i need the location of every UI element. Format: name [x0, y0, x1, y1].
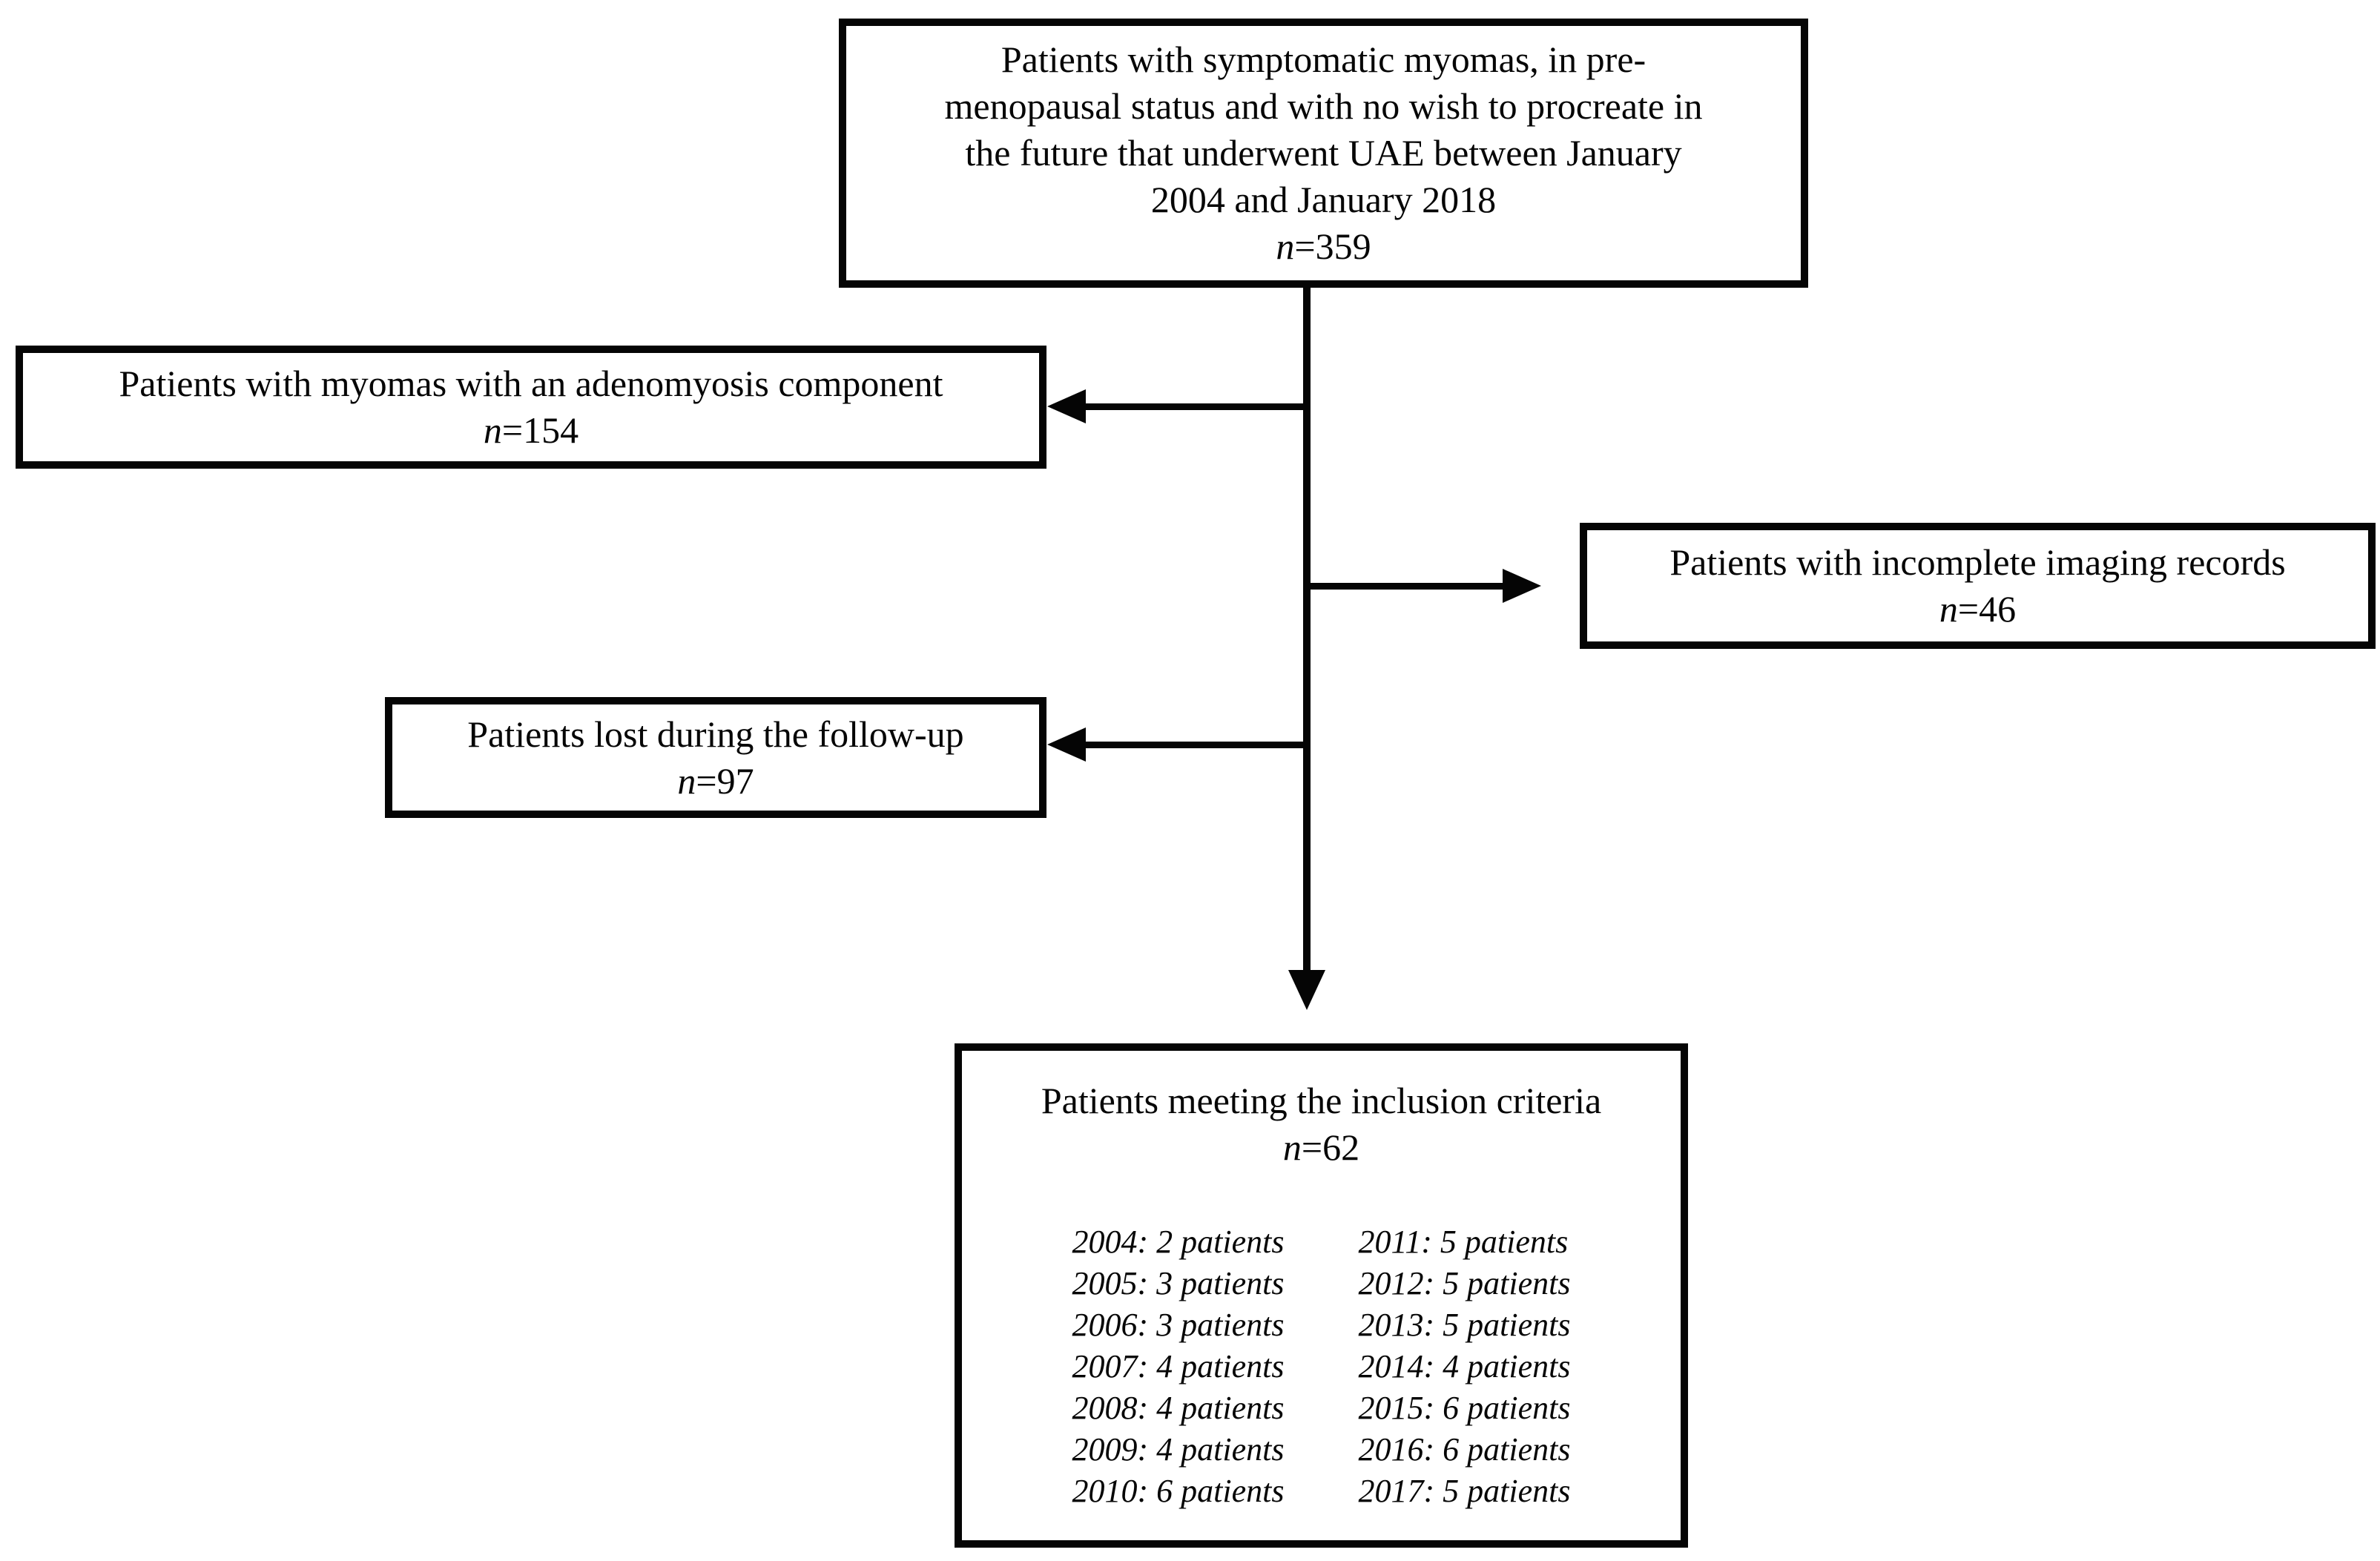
- year-count-item: 2009: 4 patients: [1072, 1431, 1285, 1468]
- n-symbol: n: [1282, 1126, 1302, 1168]
- year-count-item: 2015: 6 patients: [1358, 1390, 1571, 1426]
- year-count-item: 2007: 4 patients: [1072, 1348, 1285, 1385]
- arrowhead-down-icon: [1288, 970, 1325, 1010]
- n-value: =46: [1957, 588, 2017, 630]
- year-count-item: 2004: 2 patients: [1072, 1224, 1285, 1260]
- excluded-followup-count: n=97: [677, 758, 754, 805]
- year-count-item: 2005: 3 patients: [1072, 1265, 1285, 1301]
- excluded-adenomyosis-count: n=154: [484, 407, 578, 454]
- arrowhead-left-adenomyosis-icon: [1047, 389, 1086, 423]
- initial-cohort-text-line: 2004 and January 2018: [1150, 179, 1497, 220]
- initial-cohort-text-line: Patients with symptomatic myomas, in pre…: [1001, 39, 1646, 80]
- excluded-followup-box: Patients lost during the follow-up n=97: [385, 697, 1046, 818]
- year-count-item: 2011: 5 patients: [1358, 1224, 1569, 1260]
- year-count-item: 2016: 6 patients: [1358, 1431, 1571, 1468]
- arrowhead-left-followup-icon: [1047, 727, 1086, 762]
- excluded-adenomyosis-label: Patients with myomas with an adenomyosis…: [119, 363, 943, 404]
- n-symbol: n: [677, 759, 696, 802]
- year-count-item: 2006: 3 patients: [1072, 1307, 1285, 1343]
- initial-cohort-text-line: the future that underwent UAE between Ja…: [965, 132, 1682, 174]
- n-value: =62: [1301, 1126, 1360, 1168]
- inclusion-title: Patients meeting the inclusion criteria: [1041, 1080, 1602, 1121]
- main-flow-line: [1303, 286, 1311, 976]
- yearly-breakdown-list: 2004: 2 patients 2011: 5 patients 2005: …: [1072, 1221, 1571, 1512]
- branch-line-adenomyosis: [1083, 403, 1305, 410]
- excluded-adenomyosis-box: Patients with myomas with an adenomyosis…: [16, 346, 1046, 469]
- n-symbol: n: [1939, 588, 1958, 630]
- arrowhead-right-imaging-icon: [1503, 569, 1541, 603]
- n-symbol: n: [483, 409, 502, 451]
- year-count-item: 2010: 6 patients: [1072, 1473, 1285, 1509]
- n-value: =359: [1294, 225, 1371, 267]
- n-value: =97: [696, 759, 754, 802]
- year-count-item: 2012: 5 patients: [1358, 1265, 1571, 1301]
- initial-cohort-text-line: menopausal status and with no wish to pr…: [944, 85, 1703, 127]
- excluded-followup-label: Patients lost during the follow-up: [467, 713, 964, 755]
- excluded-imaging-box: Patients with incomplete imaging records…: [1580, 523, 2376, 649]
- year-count-item: 2013: 5 patients: [1358, 1307, 1571, 1343]
- n-value: =154: [501, 409, 579, 451]
- excluded-imaging-count: n=46: [1939, 586, 2016, 633]
- inclusion-count: n=62: [1283, 1124, 1359, 1171]
- year-count-item: 2017: 5 patients: [1358, 1473, 1571, 1509]
- initial-cohort-count: n=359: [1276, 223, 1371, 270]
- year-count-item: 2014: 4 patients: [1358, 1348, 1571, 1385]
- branch-line-followup: [1083, 742, 1305, 748]
- initial-cohort-box: Patients with symptomatic myomas, in pre…: [839, 19, 1808, 288]
- excluded-imaging-label: Patients with incomplete imaging records: [1669, 541, 2286, 583]
- inclusion-box: Patients meeting the inclusion criteria …: [955, 1043, 1688, 1548]
- branch-line-imaging: [1311, 583, 1505, 590]
- n-symbol: n: [1276, 225, 1295, 267]
- year-count-item: 2008: 4 patients: [1072, 1390, 1285, 1426]
